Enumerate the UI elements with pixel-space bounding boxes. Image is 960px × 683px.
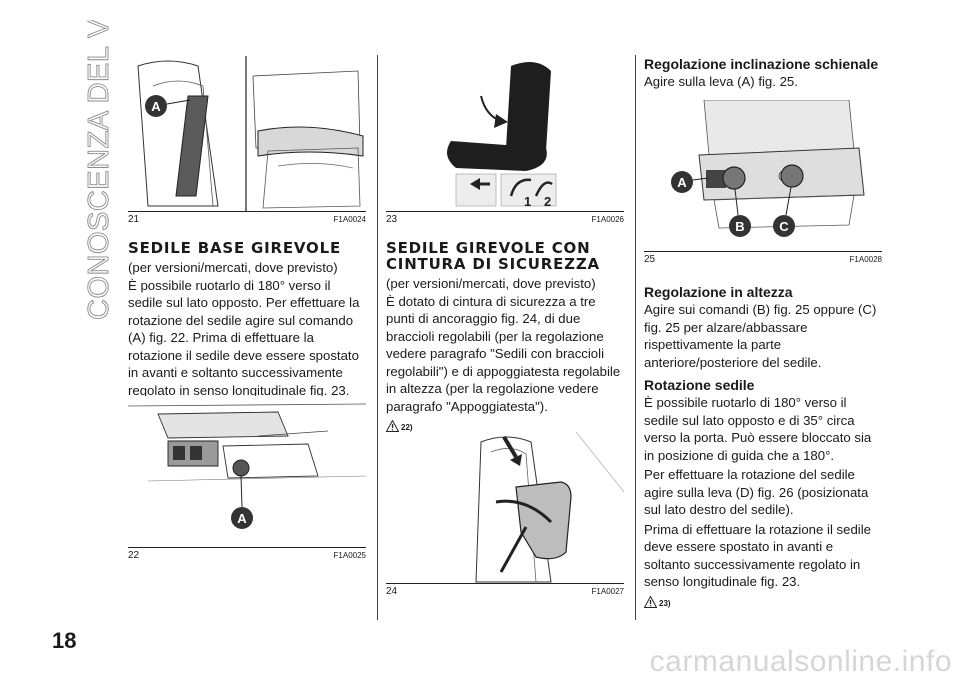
paragraph: (per versioni/mercati, dove previsto) — [386, 276, 596, 291]
text-block-height: Regolazione in altezza Agire sui comandi… — [644, 284, 882, 608]
figure-25-illustration: A B C — [644, 100, 882, 252]
figure-code: F1A0028 — [849, 255, 882, 264]
figure-24-illustration — [386, 432, 624, 584]
subheading: Regolazione in altezza — [644, 284, 793, 300]
column-3: Regolazione inclinazione schienale Agire… — [644, 0, 882, 683]
column-divider — [377, 55, 378, 620]
page-number: 18 — [52, 628, 77, 653]
text-block-backrest: Regolazione inclinazione schienale Agire… — [644, 56, 882, 91]
figure-23: 1 2 23 F1A0026 — [386, 56, 624, 228]
figure-25-caption: 25 F1A0028 — [644, 251, 882, 268]
side-title-text: CONOSCENZA DEL VEICOLO — [83, 20, 115, 320]
paragraph: Prima di effettuare la rotazione il sedi… — [644, 521, 871, 590]
figure-22-label-a: A — [237, 511, 247, 526]
warning-ref-text: 23) — [659, 598, 671, 608]
paragraph: È dotato di cintura di sicurezza a tre p… — [386, 293, 621, 414]
figure-24: 24 F1A0027 — [386, 432, 624, 600]
text-block-swivel-belt: SEDILE GIREVOLE CON CINTURA DI SICUREZZA… — [386, 240, 624, 432]
figure-21: A 21 F1A0024 — [128, 56, 366, 228]
figure-25: A B C 25 F1A0028 — [644, 100, 882, 268]
column-2: 1 2 23 F1A0026 SEDILE GIREVOLE CON CINTU… — [386, 0, 624, 683]
figure-number: 23 — [386, 214, 398, 225]
figure-23-caption: 23 F1A0026 — [386, 211, 624, 228]
section-heading: SEDILE GIREVOLE CON CINTURA DI SICUREZZA — [386, 239, 600, 273]
paragraph: (per versioni/mercati, dove previsto) — [128, 260, 338, 275]
figure-25-label-c: C — [779, 219, 789, 234]
warning-reference: 22) — [386, 418, 624, 432]
section-heading: SEDILE BASE GIREVOLE — [128, 239, 342, 257]
paragraph: È possibile ruotarlo di 180° verso il se… — [644, 395, 872, 463]
paragraph: Agire sulla leva (A) fig. 25. — [644, 74, 798, 89]
column-1: A 21 F1A0024 SEDILE BASE GIREVOLE (per v… — [128, 0, 366, 683]
figure-22-illustration: A — [128, 396, 366, 548]
figure-25-label-b: B — [735, 219, 744, 234]
figure-23-label-1: 1 — [524, 194, 531, 209]
figure-21-caption: 21 F1A0024 — [128, 211, 366, 228]
warning-triangle-icon — [386, 420, 399, 432]
warning-reference: 23) — [644, 594, 882, 608]
figure-23-label-2: 2 — [544, 194, 551, 209]
figure-code: F1A0025 — [333, 551, 366, 560]
figure-code: F1A0026 — [591, 215, 624, 224]
column-divider — [635, 55, 636, 620]
figure-number: 21 — [128, 214, 140, 225]
figure-21-label-a: A — [151, 99, 161, 114]
figure-number: 22 — [128, 550, 140, 561]
figure-25-label-a: A — [677, 175, 687, 190]
figure-code: F1A0027 — [591, 587, 624, 596]
paragraph: È possibile ruotarlo di 180° verso il se… — [128, 277, 360, 398]
side-section-title: CONOSCENZA DEL VEICOLO — [76, 0, 120, 340]
watermark: carmanualsonline.info — [649, 645, 952, 678]
figure-22-caption: 22 F1A0025 — [128, 547, 366, 564]
figure-number: 24 — [386, 586, 398, 597]
figure-code: F1A0024 — [333, 215, 366, 224]
figure-21-illustration: A — [128, 56, 366, 212]
figure-22: A 22 F1A0025 — [128, 396, 366, 564]
figure-23-illustration: 1 2 — [386, 56, 624, 212]
figure-24-caption: 24 F1A0027 — [386, 583, 624, 600]
text-block-swivel-base: SEDILE BASE GIREVOLE (per versioni/merca… — [128, 240, 366, 399]
paragraph: Per effettuare la rotazione del sedile a… — [644, 467, 869, 517]
figure-number: 25 — [644, 254, 656, 265]
subheading: Regolazione inclinazione schienale — [644, 56, 879, 72]
warning-triangle-icon — [644, 595, 657, 608]
paragraph: Agire sui comandi (B) fig. 25 oppure (C)… — [644, 302, 877, 370]
warning-ref-text: 22) — [401, 423, 413, 432]
subheading: Rotazione sedile — [644, 377, 755, 393]
